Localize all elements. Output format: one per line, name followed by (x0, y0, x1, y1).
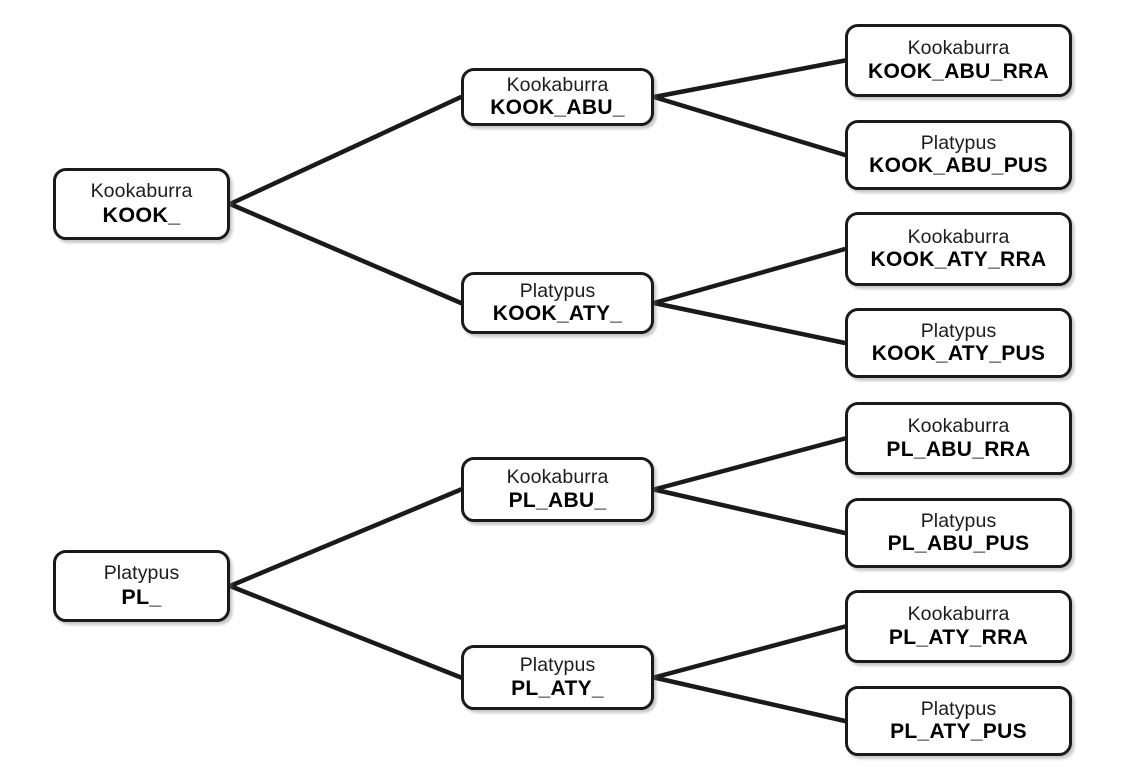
node-code-label: KOOK_ABU_PUS (869, 154, 1048, 178)
tree-edge-kook-to-kook_abu (227, 94, 464, 207)
node-code-label: KOOK_ATY_PUS (871, 342, 1046, 366)
node-species-label: Platypus (519, 279, 596, 302)
node-species-label: Platypus (920, 509, 997, 532)
node-code-label: KOOK_ABU_ (490, 96, 625, 120)
tree-edge-pl_aty-to-pl_aty_rra (651, 624, 848, 680)
tree-edge-kook_aty-to-kook_aty_pus (651, 300, 848, 346)
node-species-label: Platypus (519, 654, 596, 677)
tree-edge-kook_aty-to-kook_aty_rra (651, 246, 848, 306)
tree-edge-kook_abu-to-kook_abu_rra (651, 58, 848, 100)
node-code-label: KOOK_ABU_RRA (868, 59, 1049, 83)
node-species-label: Kookaburra (907, 603, 1010, 626)
node-code-label: PL_ (121, 584, 162, 609)
node-species-label: Platypus (920, 697, 997, 720)
node-species-label: Kookaburra (907, 225, 1010, 248)
tree-edge-pl_abu-to-pl_abu_pus (651, 487, 848, 536)
tree-edge-kook-to-kook_aty (227, 201, 464, 306)
node-code-label: KOOK_ATY_ (492, 302, 623, 326)
node-species-label: Kookaburra (907, 415, 1010, 438)
node-species-label: Kookaburra (90, 180, 193, 203)
node-species-label: Platypus (103, 562, 180, 585)
tree-edge-pl-to-pl_aty (227, 583, 464, 680)
node-species-label: Kookaburra (506, 466, 609, 489)
node-species-label: Platypus (920, 131, 997, 154)
tree-edge-kook_abu-to-kook_abu_pus (651, 94, 848, 158)
tree-edge-pl_abu-to-pl_abu_rra (651, 436, 848, 492)
node-species-label: Kookaburra (907, 37, 1010, 60)
tree-edge-pl-to-pl_abu (227, 487, 464, 589)
node-code-label: KOOK_ (102, 202, 181, 227)
node-code-label: PL_ATY_PUS (890, 720, 1027, 744)
tree-edge-pl_aty-to-pl_aty_pus (651, 675, 848, 724)
node-species-label: Platypus (920, 319, 997, 342)
node-code-label: PL_ATY_RRA (888, 625, 1029, 649)
node-species-label: Kookaburra (506, 73, 609, 96)
node-code-label: PL_ABU_ (508, 488, 607, 512)
node-code-label: KOOK_ATY_RRA (870, 248, 1047, 272)
node-code-label: PL_ATY_ (511, 676, 604, 700)
node-code-label: PL_ABU_PUS (887, 532, 1030, 556)
node-code-label: PL_ABU_RRA (886, 437, 1031, 461)
